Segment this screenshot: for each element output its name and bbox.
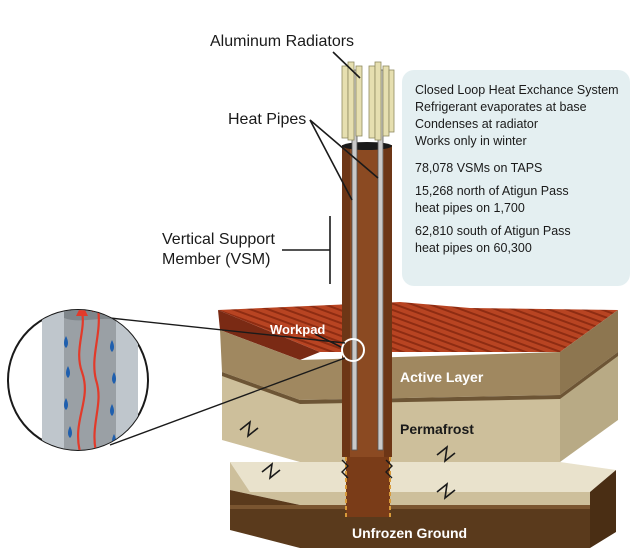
info-box: Closed Loop Heat Exchance System Refrige… [402, 70, 630, 286]
label-workpad: Workpad [270, 322, 325, 337]
lower-top [230, 462, 616, 492]
info-line-winter: Works only in winter [415, 134, 527, 148]
info-line-south-pipes: heat pipes on 60,300 [415, 241, 532, 255]
label-active-layer: Active Layer [400, 369, 484, 385]
active-layer-side [560, 310, 618, 395]
permafrost-side [560, 352, 618, 462]
label-heat-pipes: Heat Pipes [228, 111, 306, 128]
info-line-condenses: Condenses at radiator [415, 117, 538, 131]
info-line-vsm-count: 78,078 VSMs on TAPS [415, 161, 543, 175]
info-line-evaporates: Refrigerant evaporates at base [415, 100, 587, 114]
magnify-spot [341, 338, 365, 362]
info-line-north: 15,268 north of Atigun Pass [415, 184, 569, 198]
label-permafrost: Permafrost [400, 421, 474, 437]
unfrozen-front [230, 490, 590, 548]
vsm-top-cap [342, 142, 392, 150]
vsm-buried [346, 457, 390, 517]
heat-pipe-left [351, 69, 358, 451]
label-unfrozen-ground: Unfrozen Ground [352, 525, 467, 541]
condensate-drops [64, 336, 116, 446]
unfrozen-side [590, 470, 616, 548]
zoom-inset [7, 309, 149, 451]
info-line-south: 62,810 south of Atigun Pass [415, 224, 571, 238]
lower-front-permafrost [230, 462, 590, 505]
label-vsm-line2: Member (VSM) [162, 251, 270, 268]
zoom-pipe-wall-left [42, 310, 64, 450]
heat-arrows [76, 310, 100, 450]
zoom-pipe-wall-right [116, 310, 138, 450]
vsm-pipe [341, 142, 393, 517]
crack-marks [239, 420, 456, 500]
info-line-system: Closed Loop Heat Exchance System [415, 83, 619, 97]
info-line-north-pipes: heat pipes on 1,700 [415, 201, 525, 215]
aluminum-radiators [341, 61, 395, 141]
leader-lines [282, 51, 379, 349]
ground-block-lower [230, 462, 616, 548]
label-vsm-line1: Vertical Support [162, 231, 276, 248]
zoom-pipe-core [64, 310, 116, 450]
label-aluminum-radiators: Aluminum Radiators [210, 33, 354, 50]
